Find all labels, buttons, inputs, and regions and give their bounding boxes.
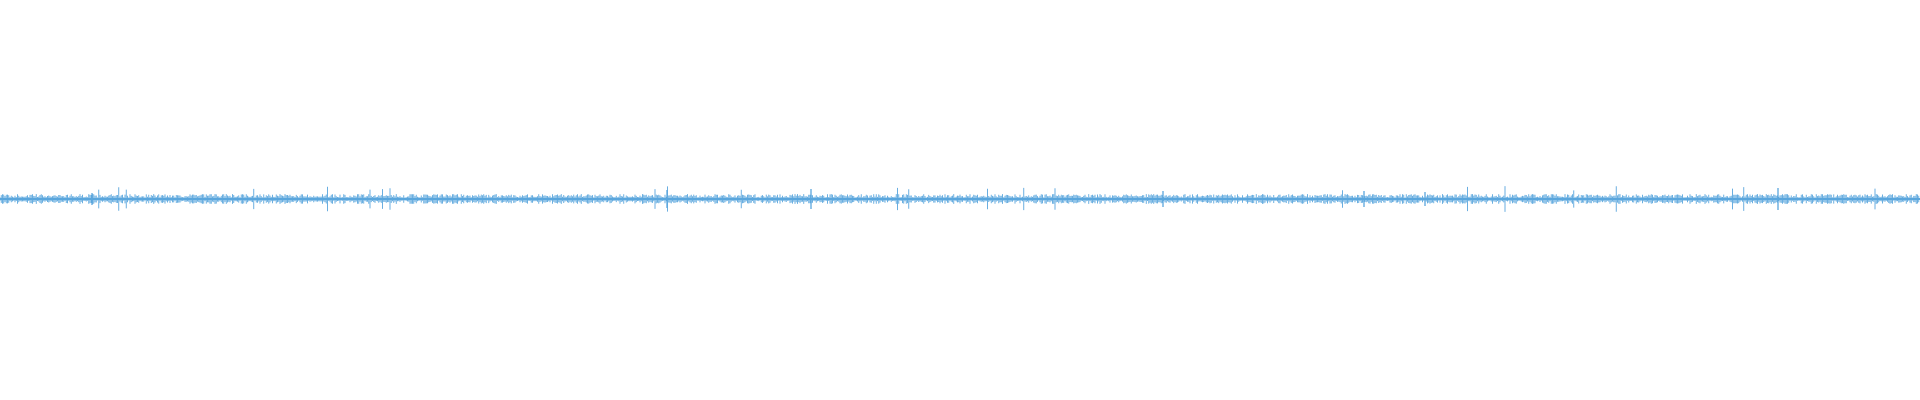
waveform-path	[0, 186, 1920, 212]
waveform-samples	[0, 186, 1920, 212]
